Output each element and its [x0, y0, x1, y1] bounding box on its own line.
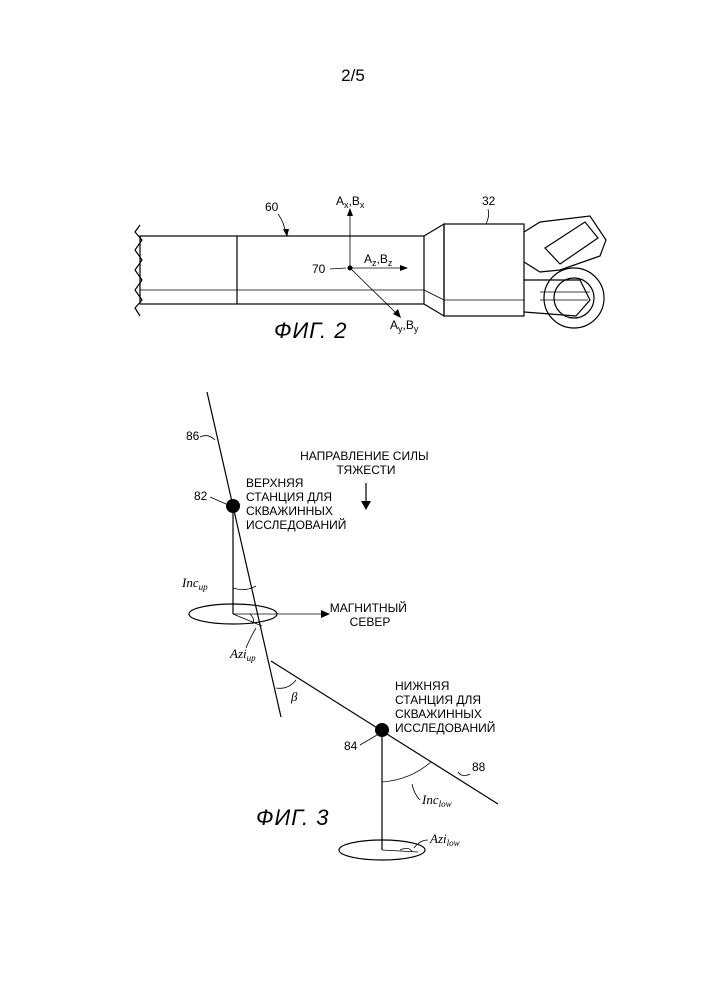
leader-86: [200, 436, 215, 440]
beta-label: β: [290, 689, 298, 704]
ref-86: 86: [186, 429, 200, 443]
leader-84: [360, 735, 377, 745]
figure-3: 86 82 84 88 ВЕРХНЯЯ СТАНЦИЯ ДЛЯ СКВАЖИНН…: [181, 392, 498, 860]
azi-low-projection: [382, 850, 418, 852]
leader-inc-low: [412, 784, 420, 800]
axis-y-line: [350, 268, 396, 313]
inc-up-label: Incup: [181, 575, 208, 592]
bit-upper-arm: [524, 216, 606, 272]
leader-32: [486, 209, 489, 224]
figure-2: Ax,Bx Az,Bz Ay,By 60 32 70 ФИГ. 2: [135, 194, 606, 343]
drill-pipe-body: [140, 236, 424, 304]
ref-88: 88: [472, 760, 486, 774]
roller-cone-outer: [544, 268, 604, 328]
inc-up-arc: [233, 586, 256, 590]
fig2-caption: ФИГ. 2: [274, 318, 347, 343]
page-number: 2/5: [341, 66, 365, 85]
taper-shade-line: [424, 290, 444, 300]
azi-up-label: Aziup: [229, 646, 256, 663]
magnetic-north-arrow: [321, 610, 330, 618]
beta-arc: [276, 680, 296, 688]
ref-32: 32: [482, 194, 496, 208]
fig3-caption: ФИГ. 3: [256, 805, 329, 830]
azi-low-label: Azilow: [429, 831, 460, 848]
ref-70: 70: [312, 262, 326, 276]
ref-60: 60: [265, 200, 279, 214]
leader-88: [458, 772, 470, 776]
ref-82: 82: [194, 489, 208, 503]
axis-y-arrow: [393, 309, 401, 318]
leader-70: [330, 268, 346, 269]
leader-82: [210, 497, 226, 504]
bit-lower-arm: [524, 280, 590, 316]
lower-station-label: НИЖНЯЯ СТАНЦИЯ ДЛЯ СКВАЖИННЫХ ИССЛЕДОВАН…: [395, 679, 495, 735]
axis-x-label: Ax,Bx: [336, 194, 365, 210]
borehole-line-86: [207, 392, 281, 717]
taper-section: [424, 224, 444, 316]
bit-shade-lines: [540, 292, 590, 300]
bit-cutter-upper: [545, 222, 598, 264]
break-line: [135, 225, 142, 316]
gravity-arrow: [361, 501, 371, 510]
leader-azi-up: [246, 628, 256, 648]
ref-84: 84: [344, 739, 358, 753]
inc-low-arc: [382, 762, 431, 782]
axis-y-label: Ay,By: [390, 318, 419, 334]
collar-32: [444, 224, 524, 316]
axis-z-arrow: [400, 265, 408, 271]
roller-cone-inner: [554, 278, 594, 318]
upper-station-label: ВЕРХНЯЯ СТАНЦИЯ ДЛЯ СКВАЖИННЫХ ИССЛЕДОВА…: [246, 476, 346, 532]
magnetic-north-label: МАГНИТНЫЙ СЕВЕР: [330, 600, 410, 629]
axis-z-label: Az,Bz: [364, 252, 393, 268]
gravity-label: НАПРАВЛЕНИЕ СИЛЫ ТЯЖЕСТИ: [300, 449, 432, 477]
inc-low-label: Inclow: [421, 792, 452, 809]
